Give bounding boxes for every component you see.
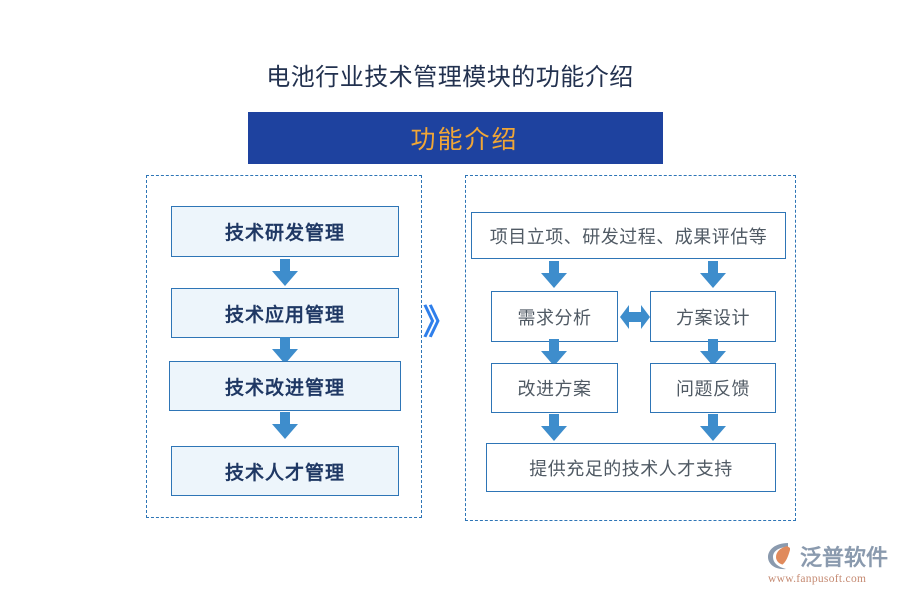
right-node-issue-feedback[interactable]: 问题反馈 (650, 363, 776, 413)
arrow-down-icon (700, 414, 726, 441)
arrow-down-icon (272, 412, 298, 439)
arrow-down-icon (272, 259, 298, 286)
right-node-bottom[interactable]: 提供充足的技术人才支持 (486, 443, 776, 492)
section-banner-label: 功能介绍 (410, 126, 519, 154)
left-group-container (146, 175, 422, 518)
arrow-down-icon (272, 337, 298, 364)
arrow-down-icon (541, 414, 567, 441)
left-node-3[interactable]: 技术改进管理 (169, 361, 401, 411)
arrow-down-icon (541, 261, 567, 288)
left-node-1[interactable]: 技术研发管理 (171, 206, 399, 257)
brand-logo: 泛普软件 www.fanpusoft.com (766, 540, 894, 590)
right-node-solution-design[interactable]: 方案设计 (650, 291, 776, 342)
left-node-2[interactable]: 技术应用管理 (171, 288, 399, 338)
double-chevron-right-icon: 》 (423, 303, 457, 343)
arrow-down-icon (700, 339, 726, 366)
brand-logo-name: 泛普软件 (800, 545, 889, 570)
left-node-4[interactable]: 技术人才管理 (171, 446, 399, 496)
arrow-left-right-icon (620, 305, 650, 329)
fanpu-logo-mark-icon (768, 543, 790, 570)
arrow-down-icon (541, 339, 567, 366)
right-group-container (465, 175, 796, 521)
right-node-top[interactable]: 项目立项、研发过程、成果评估等 (471, 212, 786, 259)
section-banner: 功能介绍 (248, 112, 663, 164)
arrow-down-icon (700, 261, 726, 288)
right-node-requirement-analysis[interactable]: 需求分析 (491, 291, 618, 342)
page-title: 电池行业技术管理模块的功能介绍 (266, 64, 634, 91)
right-node-improvement-plan[interactable]: 改进方案 (491, 363, 618, 413)
brand-logo-url: www.fanpusoft.com (768, 573, 867, 585)
